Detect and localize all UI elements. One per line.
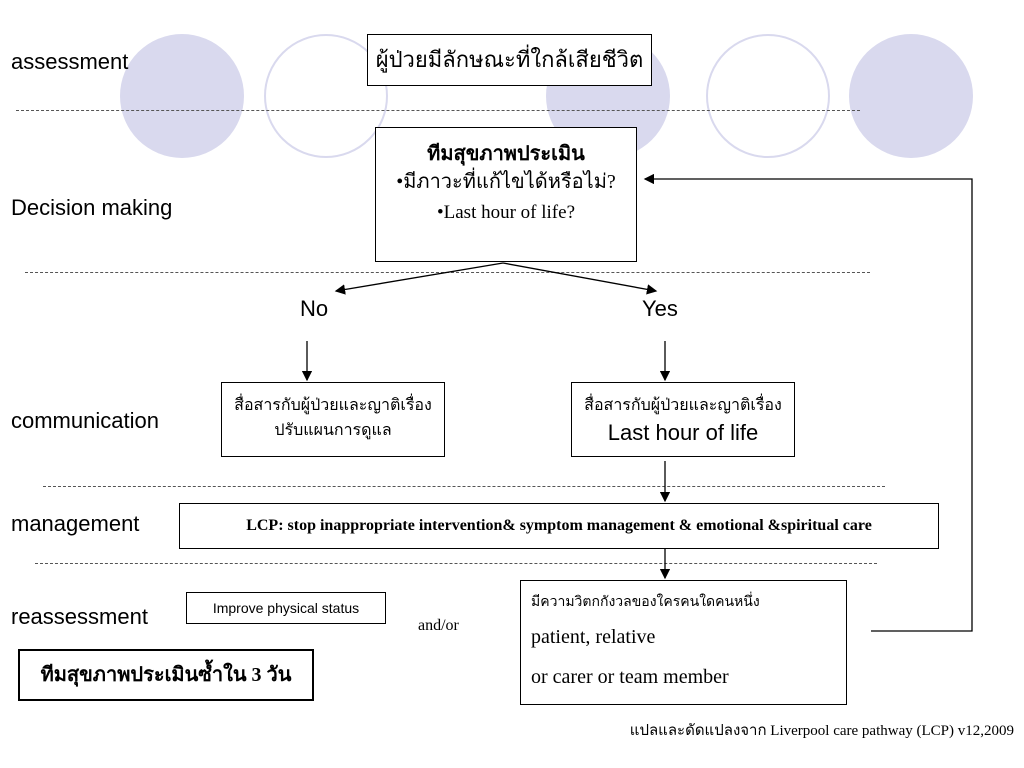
decor-circle-1 bbox=[120, 34, 244, 158]
team-title: ทีมสุขภาพประเมิน bbox=[427, 143, 585, 165]
lcp-text: LCP: stop inappropriate intervention& sy… bbox=[246, 517, 872, 534]
reassess-3days-text: ทีมสุขภาพประเมินซ้ำใน 3 วัน bbox=[40, 664, 292, 686]
team-question-2: •Last hour of life? bbox=[436, 202, 576, 223]
concern-box: มีความวิตกกังวลของใครคนใดคนหนึ่ง patient… bbox=[520, 580, 847, 705]
decor-circle-4 bbox=[706, 34, 830, 158]
comm-yes-line-2: Last hour of life bbox=[607, 420, 759, 445]
dying-signs-text: ผู้ป่วยมีลักษณะที่ใกล้เสียชีวิต bbox=[375, 47, 644, 72]
arrow-to-yes bbox=[502, 262, 658, 295]
team-assessment-box: ทีมสุขภาพประเมิน •มีภาวะที่แก้ไขได้หรือไ… bbox=[375, 127, 637, 262]
branch-no-label: No bbox=[300, 296, 329, 321]
divider-4 bbox=[35, 563, 877, 564]
stage-label-assessment: assessment bbox=[11, 49, 129, 74]
lcp-box: LCP: stop inappropriate intervention& sy… bbox=[179, 503, 939, 549]
concern-line-2: patient, relative bbox=[531, 626, 656, 648]
concern-line-1: มีความวิตกกังวลของใครคนใดคนหนึ่ง bbox=[531, 595, 760, 610]
dying-signs-box: ผู้ป่วยมีลักษณะที่ใกล้เสียชีวิต bbox=[367, 34, 652, 86]
divider-3 bbox=[43, 486, 885, 487]
source-footer: แปลและดัดแปลงจาก Liverpool care pathway … bbox=[629, 723, 1014, 739]
branch-yes-label: Yes bbox=[642, 296, 678, 321]
team-question-1: •มีภาวะที่แก้ไขได้หรือไม่? bbox=[396, 171, 616, 193]
decor-circle-2 bbox=[264, 34, 388, 158]
decor-circle-5 bbox=[849, 34, 973, 158]
concern-line-3: or carer or team member bbox=[531, 666, 729, 688]
feedback-loop bbox=[643, 173, 973, 632]
comm-yes-line-1: สื่อสารกับผู้ป่วยและญาติเรื่อง bbox=[584, 397, 782, 414]
comm-no-line-1: สื่อสารกับผู้ป่วยและญาติเรื่อง bbox=[234, 397, 432, 414]
reassess-3days-box: ทีมสุขภาพประเมินซ้ำใน 3 วัน bbox=[18, 649, 314, 701]
arrow-to-no bbox=[334, 262, 504, 295]
stage-label-management: management bbox=[11, 511, 140, 536]
stage-label-decision: Decision making bbox=[11, 195, 173, 220]
stage-label-reassessment: reassessment bbox=[11, 604, 148, 629]
improve-status-box: Improve physical status bbox=[186, 592, 386, 624]
divider-1 bbox=[16, 110, 860, 111]
communication-no-box: สื่อสารกับผู้ป่วยและญาติเรื่อง ปรับแผนกา… bbox=[221, 382, 445, 457]
improve-status-text: Improve physical status bbox=[212, 600, 360, 616]
comm-no-line-2: ปรับแผนการดูแล bbox=[274, 422, 392, 439]
communication-yes-box: สื่อสารกับผู้ป่วยและญาติเรื่อง Last hour… bbox=[571, 382, 795, 457]
stage-label-communication: communication bbox=[11, 408, 159, 433]
and-or-label: and/or bbox=[418, 617, 459, 634]
